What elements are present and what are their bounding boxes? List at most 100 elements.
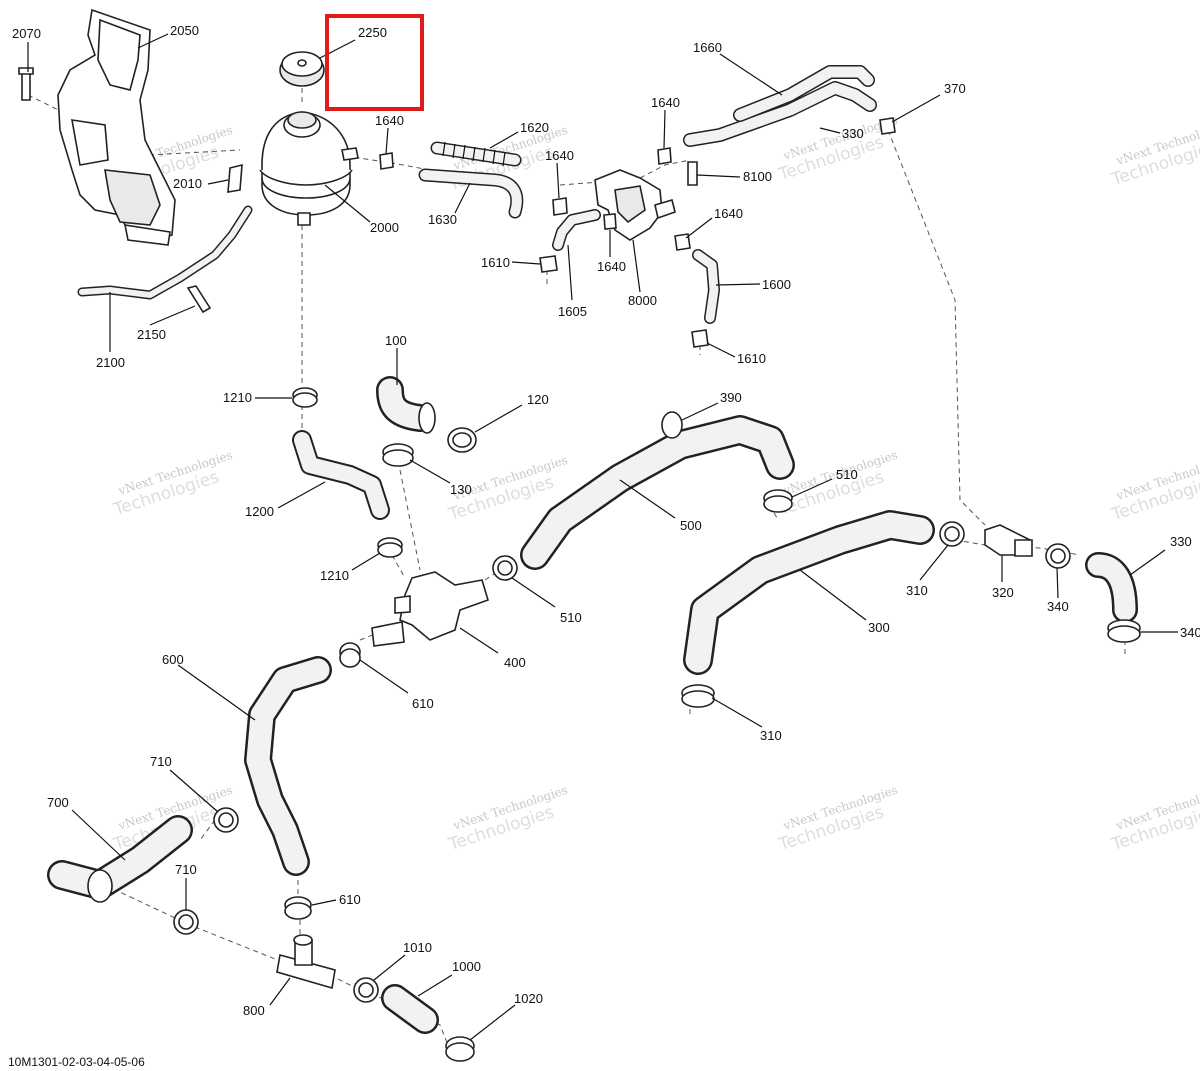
clamp-310 [939, 521, 965, 547]
clamp-2150 [186, 285, 212, 314]
callout-100: 100 [385, 333, 407, 348]
clamp-1610 [539, 255, 558, 273]
callout-1640: 1640 [545, 148, 574, 163]
callout-610: 610 [412, 696, 434, 711]
bolt-2070 [18, 67, 34, 101]
callout-1640: 1640 [597, 259, 626, 274]
callout-310: 310 [906, 583, 928, 598]
callout-1605: 1605 [558, 304, 587, 319]
clamp-610 [284, 896, 312, 920]
callout-1010: 1010 [403, 940, 432, 955]
overflow-hose-2100 [77, 205, 253, 300]
hose-600 [244, 656, 332, 876]
clamp-340 [1107, 619, 1141, 643]
callout-8000: 8000 [628, 293, 657, 308]
bolt-8100 [687, 161, 698, 186]
callout-1660: 1660 [693, 40, 722, 55]
callout-1210: 1210 [223, 390, 252, 405]
callout-400: 400 [504, 655, 526, 670]
callout-120: 120 [527, 392, 549, 407]
callout-1620: 1620 [520, 120, 549, 135]
mounting-bracket-2050 [57, 8, 176, 246]
hose-1660 [683, 65, 877, 147]
protective-sleeve-1620 [430, 141, 522, 167]
clamp-1640 [552, 197, 568, 216]
hose-1000 [381, 984, 439, 1034]
hose-300 [683, 510, 935, 675]
callout-1640: 1640 [714, 206, 743, 221]
callout-2250: 2250 [358, 25, 387, 40]
clamp-1610 [691, 329, 709, 348]
callout-2070: 2070 [12, 26, 41, 41]
callout-500: 500 [680, 518, 702, 533]
clamp-1640 [657, 147, 672, 165]
hose-1200 [292, 430, 390, 520]
clamp-1210 [377, 537, 403, 558]
hose-1600 [692, 249, 720, 324]
callout-1600: 1600 [762, 277, 791, 292]
callout-310: 310 [760, 728, 782, 743]
callout-370: 370 [944, 81, 966, 96]
leader-lines [27, 33, 1178, 1041]
callout-800: 800 [243, 1003, 265, 1018]
clip-2010 [227, 163, 243, 193]
thermostat-housing-8000 [594, 169, 676, 241]
callout-710: 710 [175, 862, 197, 877]
callout-600: 600 [162, 652, 184, 667]
callout-340: 340 [1047, 599, 1069, 614]
coolant-fitting-400 [371, 571, 489, 647]
clamp-370 [879, 117, 896, 135]
highlight-box [325, 14, 424, 111]
callout-2150: 2150 [137, 327, 166, 342]
callout-710: 710 [150, 754, 172, 769]
clamp-1210 [292, 387, 318, 408]
tee-fitting-800 [276, 934, 336, 990]
callout-330: 330 [842, 126, 864, 141]
clamp-340 [1045, 543, 1071, 569]
clamp-710 [173, 909, 199, 935]
callout-320: 320 [992, 585, 1014, 600]
callout-340: 340 [1180, 625, 1200, 640]
clip-390 [661, 411, 683, 439]
callout-2100: 2100 [96, 355, 125, 370]
clamp-1010 [353, 977, 379, 1003]
elbow-100 [376, 376, 436, 434]
clamp-710 [213, 807, 239, 833]
clamp-1640 [603, 213, 617, 230]
callout-1200: 1200 [245, 504, 274, 519]
callout-8100: 8100 [743, 169, 772, 184]
callout-labels: 2070 2050 2250 1640 1620 1640 1660 370 3… [12, 23, 1200, 1018]
callout-2000: 2000 [370, 220, 399, 235]
clamp-310 [681, 684, 715, 708]
callout-610: 610 [339, 892, 361, 907]
callout-510: 510 [836, 467, 858, 482]
clamp-1640 [379, 152, 394, 170]
callout-1210: 1210 [320, 568, 349, 583]
hose-700 [47, 815, 193, 903]
callout-390: 390 [720, 390, 742, 405]
clamp-120 [447, 427, 477, 453]
callout-510: 510 [560, 610, 582, 625]
callout-2010: 2010 [173, 176, 202, 191]
coolant-reservoir-2000 [259, 111, 359, 226]
hose-1630 [418, 168, 524, 219]
callout-1020: 1020 [514, 991, 543, 1006]
clamp-610 [339, 642, 361, 668]
callout-1000: 1000 [452, 959, 481, 974]
clamp-510 [763, 489, 793, 513]
reservoir-cap-2250 [279, 51, 325, 87]
callout-700: 700 [47, 795, 69, 810]
clamp-510 [492, 555, 518, 581]
elbow-330 [1085, 552, 1138, 623]
clamp-1020 [445, 1036, 475, 1062]
hose-500 [520, 415, 795, 570]
callout-330: 330 [1170, 534, 1192, 549]
fitting-320 [984, 524, 1033, 557]
callout-2050: 2050 [170, 23, 199, 38]
callout-1640: 1640 [651, 95, 680, 110]
callout-1610: 1610 [481, 255, 510, 270]
clamp-130 [382, 443, 414, 467]
callout-300: 300 [868, 620, 890, 635]
callout-1610: 1610 [737, 351, 766, 366]
